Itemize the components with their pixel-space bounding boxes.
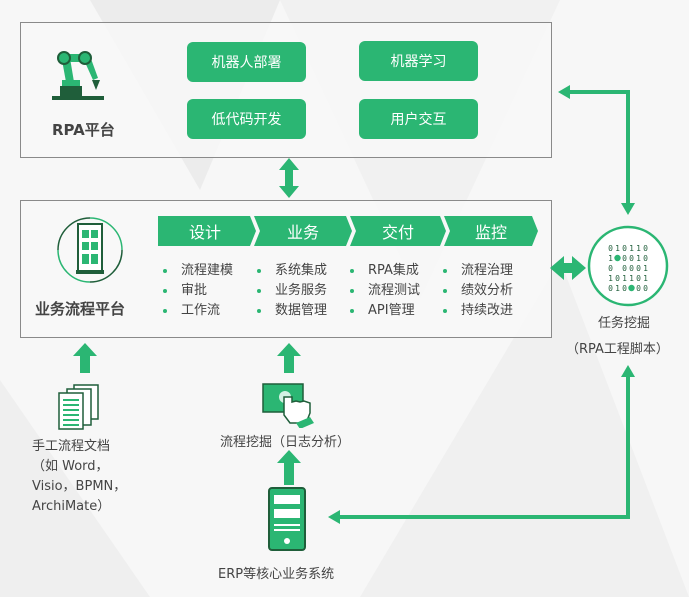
process-mining-label: 流程挖掘（日志分析） [220,435,351,450]
user-interaction-button[interactable]: 用户交互 [359,99,478,139]
stage-monitor: 监控 [474,223,507,242]
rpa-platform-title: RPA平台 [52,121,115,139]
arrowhead-left-top [558,85,570,99]
building-cycle-icon [57,217,123,283]
list-item: 持续改进 [461,303,514,318]
list-item: 绩效分析 [461,283,514,298]
manual-docs-line: ArchiMate） [32,499,111,514]
double-arrow-horizontal [550,256,586,280]
list-item: 系统集成 [275,263,328,278]
stage-chevron-bar [158,216,538,246]
task-mining-title: 任务挖掘 [598,316,651,331]
manual-docs-line: Visio，BPMN， [32,479,127,494]
list-item: 审批 [181,283,208,298]
stage-design: 设计 [188,223,221,242]
bpm-platform-title: 业务流程平台 [35,300,126,318]
documents-icon [58,384,99,430]
gear-dot [614,254,621,262]
double-arrow-vertical [279,158,299,198]
list-item: 流程治理 [461,263,514,278]
list-item: 业务服务 [275,283,328,298]
stage-business: 业务 [286,223,319,242]
arrowhead-left-erp [328,510,340,524]
gear-dot [628,284,635,292]
robot-arm-icon [52,51,104,100]
stage-delivery-items: RPA集成 流程测试 API管理 [350,261,420,321]
robot-deployment-button[interactable]: 机器人部署 [187,42,306,82]
list-item: 流程测试 [368,283,421,298]
server-icon [268,487,306,551]
manual-docs-label: 手工流程文档 （如 Word， Visio，BPMN， ArchiMate） [32,437,126,517]
stage-design-items: 流程建模 审批 工作流 [163,261,233,321]
list-item: 流程建模 [181,263,234,278]
arrow-up-erp [277,450,301,485]
arrowhead-up-task [621,365,635,377]
stage-monitor-items: 流程治理 绩效分析 持续改进 [443,261,513,321]
arrowhead-down-task [621,203,635,215]
stage-business-items: 系统集成 业务服务 数据管理 [257,261,327,321]
erp-label: ERP等核心业务系统 [218,567,335,582]
touch-screen-icon [262,383,314,428]
arrow-up-docs [73,343,97,373]
low-code-button[interactable]: 低代码开发 [187,99,306,139]
manual-docs-line: （如 Word， [32,459,109,474]
list-item: RPA集成 [368,263,419,278]
list-item: 工作流 [181,303,221,318]
manual-docs-line: 手工流程文档 [32,439,111,454]
list-item: 数据管理 [275,303,328,318]
machine-learning-button[interactable]: 机器学习 [359,41,478,81]
task-mining-subtitle: （RPA工程脚本） [566,342,669,357]
list-item: API管理 [368,303,415,318]
arrow-up-mining [277,343,301,373]
stage-delivery: 交付 [381,223,414,242]
